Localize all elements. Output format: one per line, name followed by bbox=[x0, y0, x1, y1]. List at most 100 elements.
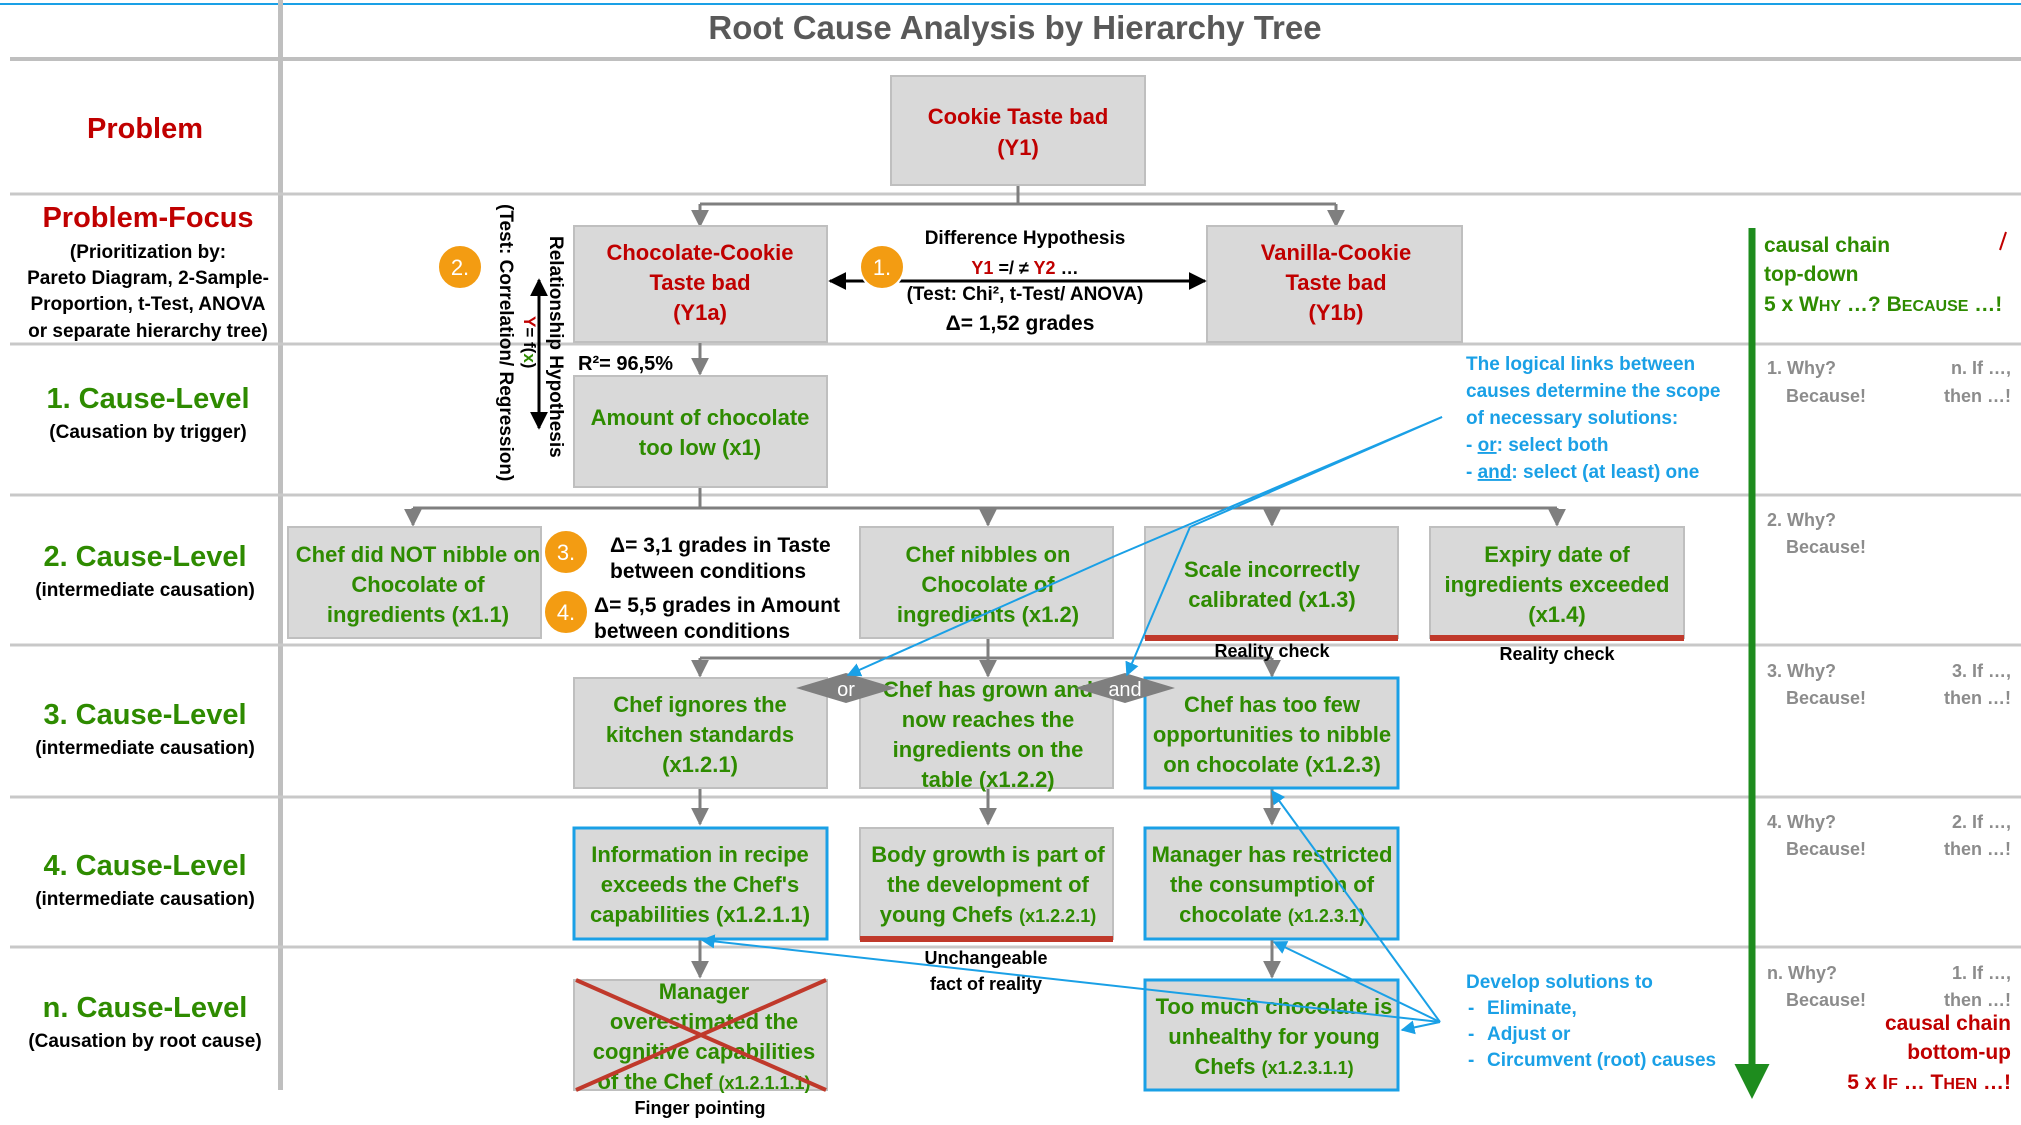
box-x1231-id: (x1.2.3.1) bbox=[1288, 906, 1365, 926]
top-down-line: causal chain bbox=[1764, 234, 1890, 257]
badge-4-label: 4. bbox=[557, 600, 575, 625]
box-x1221-last: young Chefs bbox=[880, 902, 1013, 927]
blue-annotation-arrows bbox=[700, 416, 1443, 1035]
if-label: 2. If …, bbox=[1952, 812, 2011, 832]
box-x1211-line: Information in recipe bbox=[591, 842, 809, 867]
box-x1211: Information in recipe exceeds the Chef's… bbox=[572, 826, 829, 941]
note-and-rest: : select (at least) one bbox=[1511, 462, 1699, 483]
box-x1231: Manager has restricted the consumption o… bbox=[1143, 826, 1400, 941]
box-x1221: Body growth is part of the development o… bbox=[859, 827, 1114, 942]
delta-3-line: Δ= 3,1 grades in Taste bbox=[610, 534, 831, 557]
box-x11: Chef did NOT nibble on Chocolate of ingr… bbox=[287, 526, 542, 639]
note-develop-title: Develop solutions to bbox=[1466, 972, 1653, 993]
then-label: then …! bbox=[1944, 688, 2011, 708]
box-x123-line: Chef has too few bbox=[1184, 692, 1361, 717]
box-y1a: Chocolate-Cookie Taste bad (Y1a) bbox=[573, 225, 828, 343]
box-x12-line: Chef nibbles on bbox=[906, 542, 1071, 567]
box-x1231-line: chocolate (x1.2.3.1) bbox=[1179, 902, 1365, 927]
formula-y: Y bbox=[520, 316, 539, 328]
box-y1b-line: Vanilla-Cookie bbox=[1261, 240, 1411, 265]
level-subtitle: or separate hierarchy tree) bbox=[28, 321, 268, 342]
cross-out-mark bbox=[575, 978, 827, 1092]
box-x121-line: (x1.2.1) bbox=[662, 752, 738, 777]
grid bbox=[0, 0, 2021, 1090]
level-title: 2. Cause-Level bbox=[43, 541, 246, 573]
box-x12-line: ingredients (x1.2) bbox=[897, 602, 1079, 627]
unchangeable-label: fact of reality bbox=[930, 974, 1042, 994]
box-x121-line: Chef ignores the bbox=[613, 692, 787, 717]
box-y1b: Vanilla-Cookie Taste bad (Y1b) bbox=[1206, 225, 1463, 343]
note-logical-line: causes determine the scope bbox=[1466, 381, 1721, 402]
deltas: Δ= 3,1 grades in Taste between condition… bbox=[594, 534, 840, 643]
box-x122-line: table (x1.2.2) bbox=[921, 767, 1054, 792]
box-x1221-id: (x1.2.2.1) bbox=[1019, 906, 1096, 926]
note-logical-line: The logical links between bbox=[1466, 354, 1695, 375]
why-label: 1. Why? bbox=[1767, 358, 1836, 378]
box-x1211-line: capabilities (x1.2.1.1) bbox=[590, 902, 810, 927]
level-title: 4. Cause-Level bbox=[43, 850, 246, 882]
box-x13: Scale incorrectly calibrated (x1.3) bbox=[1144, 526, 1399, 641]
box-y1-line: (Y1) bbox=[997, 135, 1039, 160]
then-label: then …! bbox=[1944, 386, 2011, 406]
box-x122-line: Chef has grown and bbox=[883, 677, 1093, 702]
formula-eq: = f( bbox=[520, 327, 539, 353]
reality-check-label: Reality check bbox=[1499, 644, 1615, 664]
unchangeable-bar bbox=[860, 936, 1113, 942]
relationship-hypothesis: Relationship Hypothesis (Test: Correlati… bbox=[495, 204, 673, 481]
five-if-a: 5 x I bbox=[1847, 1071, 1888, 1094]
box-x12111-id: (x1.2.1.1.1) bbox=[718, 1073, 810, 1093]
note-develop-item: Adjust or bbox=[1487, 1024, 1571, 1045]
bottom-up-line: causal chain bbox=[1885, 1012, 2011, 1035]
five-if-e: …! bbox=[1977, 1071, 2011, 1094]
box-x1-line: too low (x1) bbox=[639, 435, 761, 460]
tree-connectors bbox=[404, 185, 1566, 979]
note-develop-dash: - bbox=[1468, 1050, 1474, 1071]
note-develop-dash: - bbox=[1468, 998, 1474, 1019]
then-label: then …! bbox=[1944, 990, 2011, 1010]
box-x122: Chef has grown and now reaches the ingre… bbox=[859, 677, 1114, 792]
level-subtitle: (intermediate causation) bbox=[35, 889, 255, 910]
relation-symbol: =/ ≠ bbox=[993, 258, 1033, 278]
box-x123-line: opportunities to nibble bbox=[1153, 722, 1391, 747]
level-subtitle: (Causation by root cause) bbox=[28, 1031, 261, 1052]
badge-3: 3. bbox=[543, 529, 589, 575]
r2-value: R²= 96,5% bbox=[578, 353, 673, 375]
box-x12311: Too much chocolate is unhealthy for youn… bbox=[1143, 978, 1400, 1092]
ellipsis: … bbox=[1056, 258, 1079, 278]
box-x13-line: Scale incorrectly bbox=[1184, 557, 1361, 582]
note-logical-line: of necessary solutions: bbox=[1466, 408, 1678, 429]
level-subtitle: (intermediate causation) bbox=[35, 738, 255, 759]
note-or-word: or bbox=[1478, 435, 1498, 456]
reality-check-bar bbox=[1430, 635, 1684, 641]
why-label: n. Why? bbox=[1767, 963, 1837, 983]
box-x14-line: (x1.4) bbox=[1528, 602, 1585, 627]
difference-hypothesis-title: Difference Hypothesis bbox=[925, 228, 1126, 249]
level-title: Problem bbox=[87, 113, 203, 145]
box-x123: Chef has too few opportunities to nibble… bbox=[1143, 676, 1400, 790]
difference-delta: Δ= 1,52 grades bbox=[946, 312, 1095, 335]
why-label: 3. Why? bbox=[1767, 661, 1836, 681]
note-or-line: - or: select both bbox=[1466, 435, 1609, 456]
page-title: Root Cause Analysis by Hierarchy Tree bbox=[708, 9, 1321, 46]
level-title: n. Cause-Level bbox=[43, 992, 248, 1024]
five-if-c: … T bbox=[1898, 1071, 1944, 1094]
formula-x: x bbox=[520, 353, 539, 363]
five-why-b: HY bbox=[1819, 298, 1842, 315]
box-x14-line: ingredients exceeded bbox=[1445, 572, 1670, 597]
box-x11-line: Chef did NOT nibble on bbox=[296, 542, 540, 567]
relationship-title: Relationship Hypothesis bbox=[545, 236, 566, 458]
five-why-line: 5 x WHY …? BECAUSE …! bbox=[1764, 293, 2002, 316]
note-and-word: and bbox=[1478, 462, 1512, 483]
if-label: 1. If …, bbox=[1952, 963, 2011, 983]
box-x12: Chef nibbles on Chocolate of ingredients… bbox=[859, 526, 1114, 639]
box-x1221-line: Body growth is part of bbox=[871, 842, 1105, 867]
level-labels: Problem Problem-Focus (Prioritization by… bbox=[27, 113, 269, 1052]
five-if-line: 5 x IF … THEN …! bbox=[1847, 1071, 2011, 1094]
box-x1231-line: the consumption of bbox=[1170, 872, 1375, 897]
box-x12111: Manager overestimated the cognitive capa… bbox=[573, 978, 828, 1094]
delta-4-line: Δ= 5,5 grades in Amount bbox=[594, 594, 840, 617]
bottom-up-line: bottom-up bbox=[1907, 1041, 2011, 1064]
box-x123-line: on chocolate (x1.2.3) bbox=[1163, 752, 1381, 777]
difference-test: (Test: Chi², t-Test/ ANOVA) bbox=[907, 284, 1144, 305]
